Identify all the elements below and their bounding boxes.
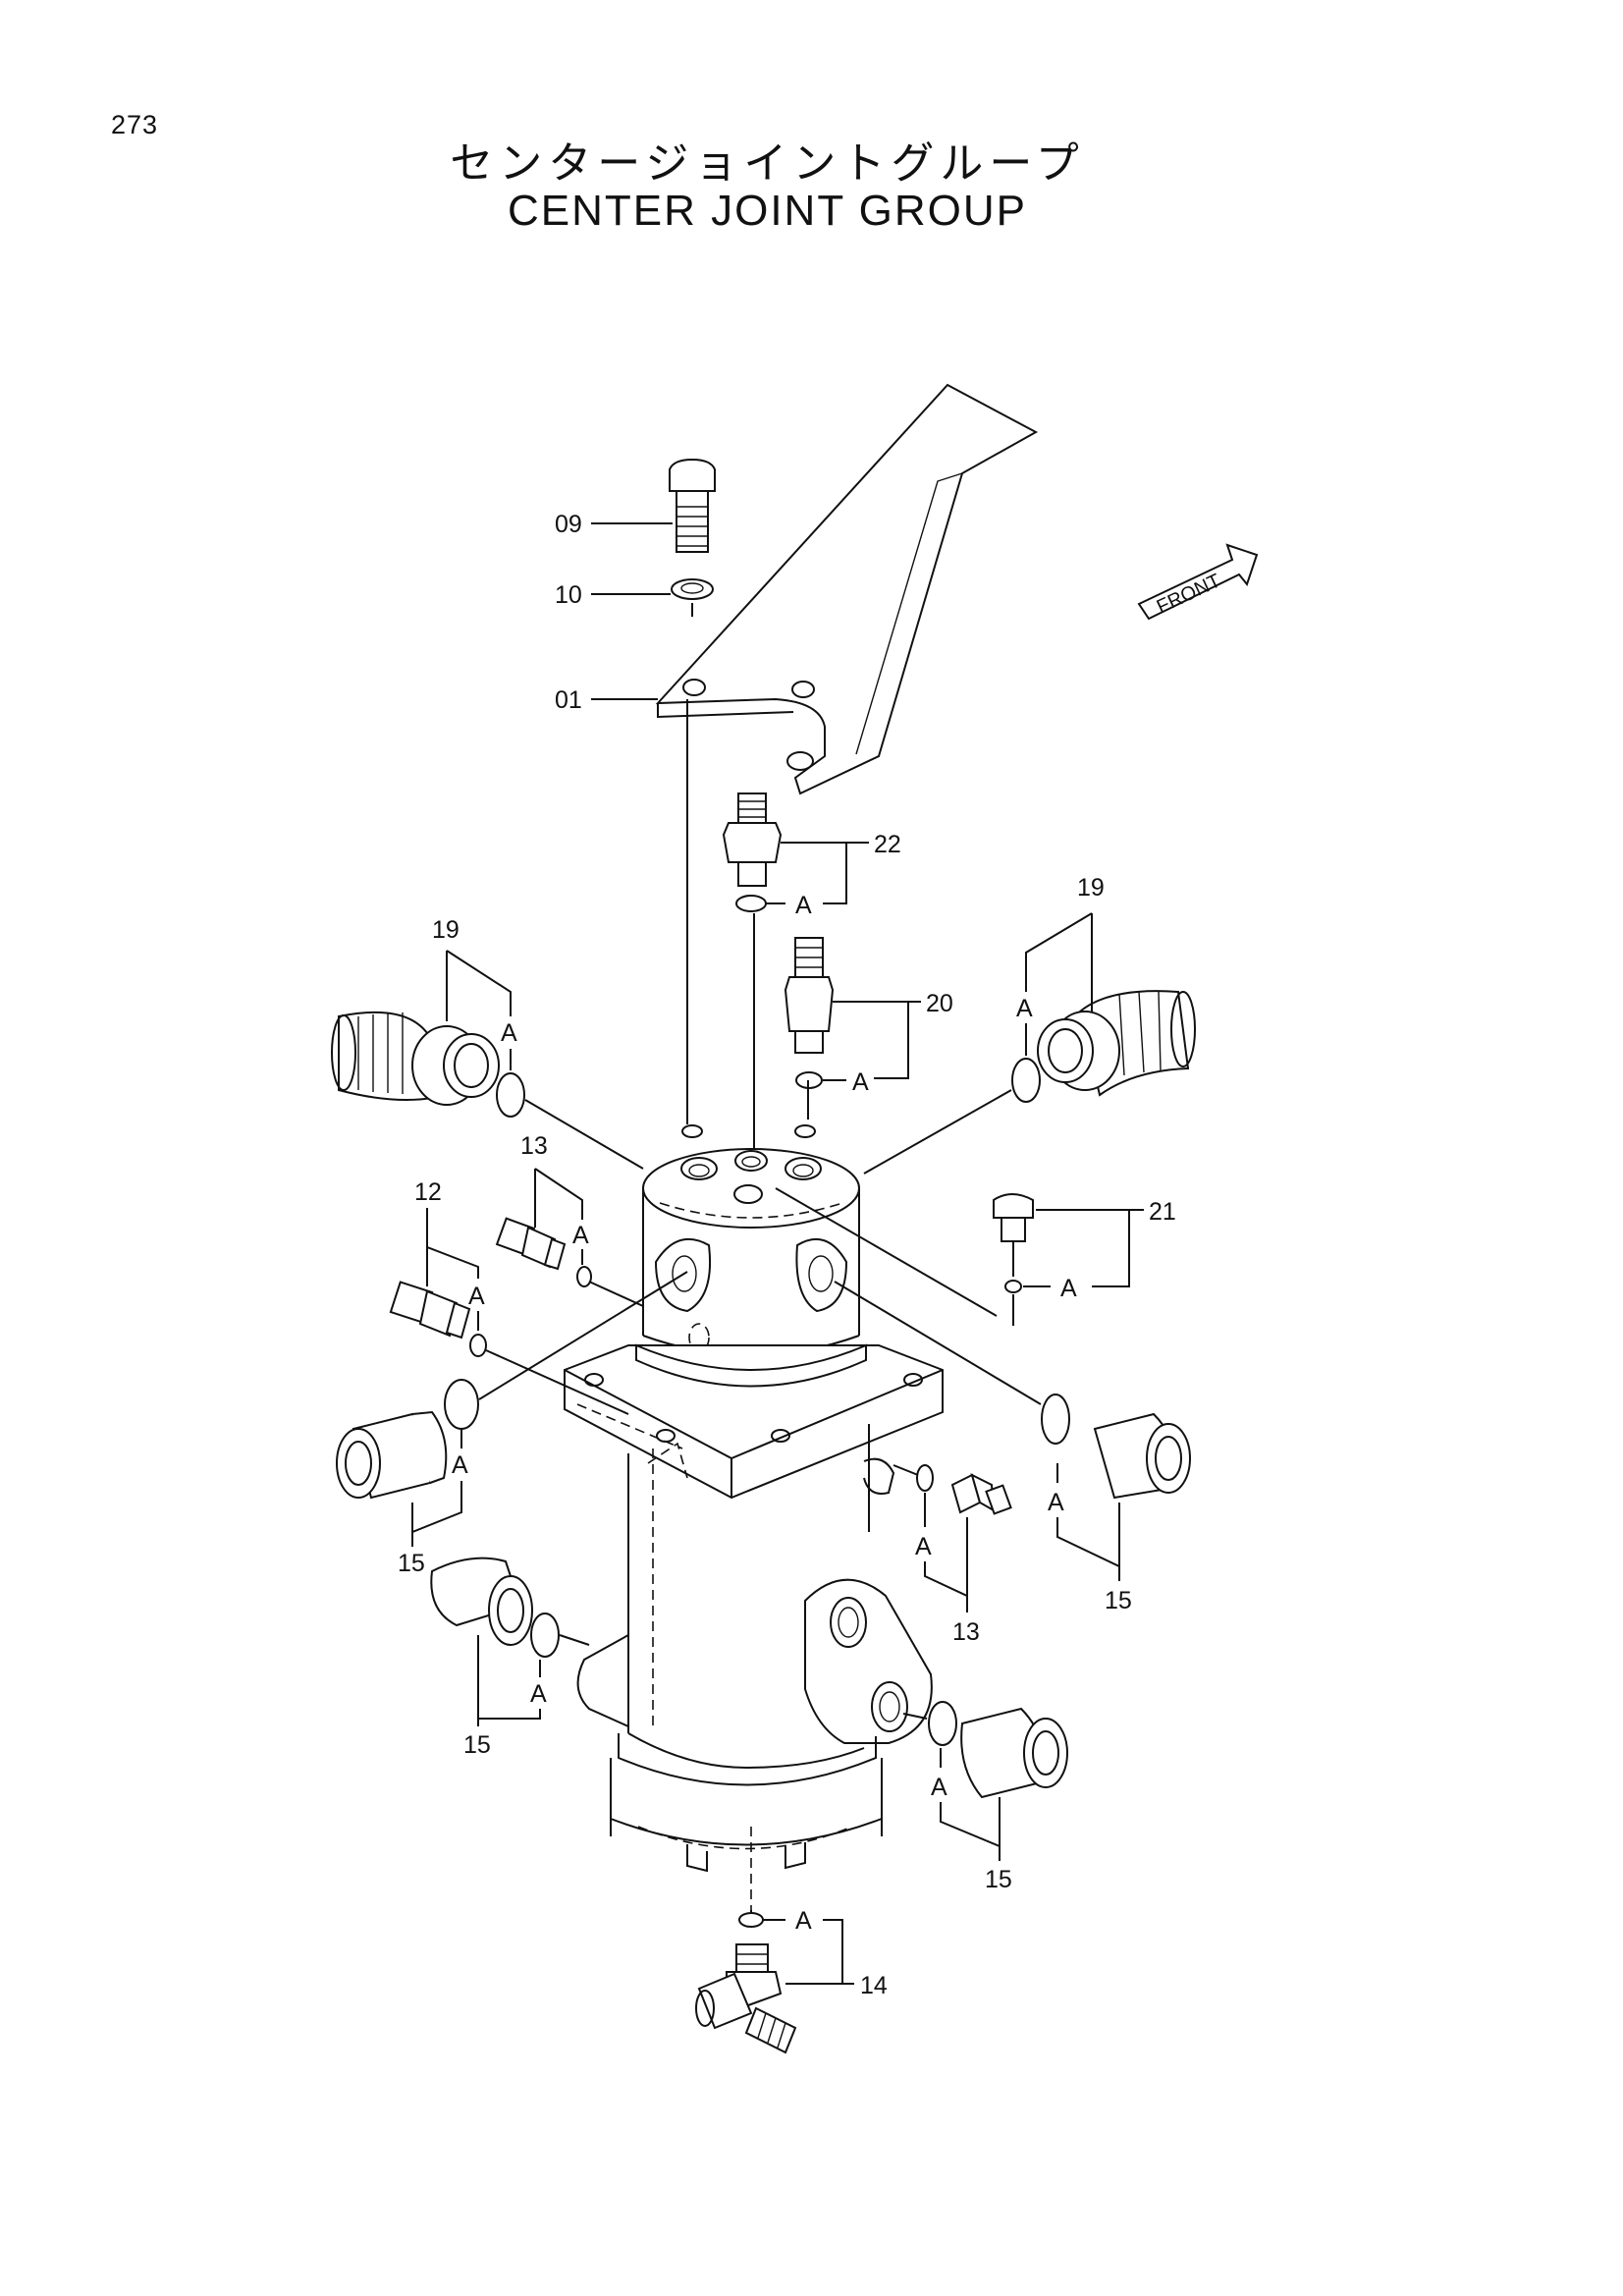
fitting-20	[784, 937, 835, 1089]
a-marker-20: A	[852, 1068, 869, 1096]
callout-15-upper-left: 15	[398, 1550, 425, 1577]
front-direction-marker: FRONT	[1137, 543, 1259, 621]
title-english: CENTER JOINT GROUP	[507, 187, 1027, 235]
line-15r-axis	[834, 1281, 1042, 1405]
line-15d-axis	[902, 1713, 928, 1720]
fitting-15-lower-left	[430, 1557, 560, 1658]
a-marker-15-upper-left: A	[452, 1451, 468, 1479]
a-marker-15-lower-right: A	[931, 1774, 947, 1801]
a-marker-13-lower: A	[915, 1533, 932, 1560]
title-japanese: センタージョイントグループ	[450, 138, 1085, 189]
bracket-plate	[655, 383, 1039, 795]
callout-19-right: 19	[1077, 874, 1105, 902]
a-marker-19-left: A	[501, 1019, 517, 1047]
plug-21	[993, 1193, 1034, 1326]
line-21-axis	[775, 1187, 998, 1317]
callout-10: 10	[555, 581, 582, 609]
line-13u-axis	[588, 1281, 644, 1307]
line-19l-axis	[524, 1099, 644, 1170]
fitting-15-lower-right	[928, 1701, 1068, 1799]
callout-21: 21	[1149, 1198, 1176, 1226]
fitting-15-upper-left	[336, 1379, 479, 1500]
a-marker-22: A	[795, 892, 812, 919]
a-markers: A A A A A A A A A A A A A	[452, 892, 1077, 1935]
tee-fitting-14	[695, 1912, 797, 2054]
callout-15-lower-right: 15	[985, 1866, 1012, 1893]
callout-20: 20	[926, 990, 953, 1017]
a-marker-15-right: A	[1048, 1489, 1064, 1516]
fitting-15-right	[1041, 1394, 1191, 1500]
callout-15-lower-left: 15	[463, 1731, 491, 1759]
a-marker-14: A	[795, 1907, 812, 1935]
fitting-13-lower	[916, 1464, 1012, 1515]
leader-lines	[411, 522, 1144, 1985]
callout-01: 01	[555, 686, 582, 714]
callout-13-upper: 13	[520, 1132, 548, 1160]
a-marker-19-right: A	[1016, 995, 1033, 1022]
washer-10	[671, 578, 714, 600]
callout-12: 12	[414, 1178, 442, 1206]
a-marker-12: A	[468, 1283, 485, 1310]
elbow-19-right	[1011, 990, 1196, 1103]
line-15a-axis	[478, 1271, 688, 1400]
a-marker-13-upper: A	[572, 1222, 589, 1249]
line-13l-axis	[893, 1464, 919, 1476]
callout-19-left: 19	[432, 916, 460, 944]
center-joint-body	[564, 1124, 944, 1910]
page-number: 273	[111, 110, 159, 139]
callout-13-lower: 13	[952, 1618, 980, 1646]
line-19r-axis	[863, 1089, 1012, 1175]
callout-09: 09	[555, 511, 582, 538]
fitting-22	[722, 793, 783, 912]
a-marker-15-lower-left: A	[530, 1680, 547, 1708]
callout-labels: 09 10 01 22 20 19 19 21 13 12 15 15 15 1…	[398, 511, 1176, 1999]
bolt-09	[669, 458, 716, 553]
a-marker-21: A	[1060, 1275, 1077, 1302]
callout-14: 14	[860, 1972, 888, 1999]
callout-22: 22	[874, 831, 901, 858]
callout-15-right: 15	[1105, 1587, 1132, 1614]
line-15b-axis	[559, 1634, 590, 1646]
front-label: FRONT	[1154, 570, 1224, 618]
elbow-19-left	[331, 1011, 525, 1118]
fitting-12	[389, 1281, 487, 1357]
line-12-axis	[485, 1349, 629, 1415]
fitting-13-upper	[495, 1217, 592, 1287]
